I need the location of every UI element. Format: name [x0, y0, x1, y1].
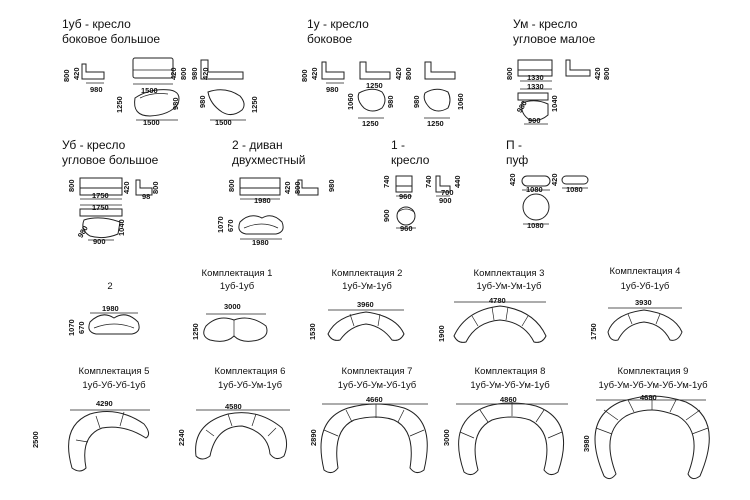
- dim: 1250: [362, 119, 379, 128]
- module-um-title: Ум - кресло угловое малое: [513, 17, 596, 46]
- kit-7-title: Комплектация 7: [341, 366, 413, 377]
- kit-5-sub: 1уб-Уб-Уб-1уб: [82, 380, 146, 391]
- dim: 1250: [427, 119, 444, 128]
- dim: 1500: [141, 86, 158, 95]
- kit-1-title: Комплектация 1: [201, 268, 273, 279]
- kit-8-sub: 1уб-Ум-Уб-Ум-1уб: [470, 380, 550, 391]
- dim: 3930: [635, 298, 652, 307]
- dim: 1500: [215, 118, 232, 127]
- kit-4-title: Комплектация 4: [609, 266, 681, 277]
- dim: 1080: [527, 221, 544, 230]
- dim: 900: [528, 116, 541, 125]
- dim: 1330: [527, 73, 544, 82]
- dim: 3980: [582, 435, 591, 452]
- kit-2-sub: 2: [107, 281, 113, 292]
- kit-8-title: Комплектация 8: [474, 366, 546, 377]
- kit-6-title: Комплектация 6: [214, 366, 286, 377]
- dim: 1080: [566, 185, 583, 194]
- kit-6-sub: 1уб-Уб-Ум-1уб: [217, 380, 283, 391]
- kit-3-sub: 1уб-Ум-Ум-1уб: [476, 281, 542, 292]
- dim: 4860: [500, 395, 517, 404]
- dim: 4290: [96, 399, 113, 408]
- kit-3-title: Комплектация 3: [473, 268, 545, 279]
- dim: 3000: [224, 302, 241, 311]
- dim: 1750: [92, 191, 109, 200]
- module-ub-title: Уб - кресло угловое большое: [62, 138, 159, 167]
- dim: 980: [326, 85, 339, 94]
- dim: 1250: [366, 81, 383, 90]
- kit-9-sub: 1уб-Ум-Уб-Ум-Уб-Ум-1уб: [598, 380, 708, 391]
- dim: 4680: [640, 393, 657, 402]
- kit-9-title: Комплектация 9: [617, 366, 689, 377]
- dim: 900: [93, 237, 106, 246]
- dim: 1500: [143, 118, 160, 127]
- kit-1-sub: 1уб-1уб: [219, 281, 255, 292]
- dim: 1330: [527, 82, 544, 91]
- kit-5-title: Комплектация 5: [78, 366, 150, 377]
- dim: 4580: [225, 402, 242, 411]
- dim: 4780: [489, 296, 506, 305]
- module-1-title: 1 - кресло: [391, 138, 430, 167]
- dim: 980: [90, 85, 103, 94]
- kit-7-sub: 1уб-Уб-Ум-Уб-1уб: [337, 380, 417, 391]
- kit-2b-sub: 1уб-Ум-1уб: [342, 281, 392, 292]
- module-2-title: 2 - диван двухместный: [232, 138, 306, 167]
- dim: 1080: [526, 185, 543, 194]
- kit-4-sub: 1уб-Уб-1уб: [620, 281, 670, 292]
- dim: 960: [399, 192, 412, 201]
- module-1ub-title: 1уб - кресло боковое большое: [62, 17, 161, 46]
- dim: 1980: [102, 304, 119, 313]
- dim: 3960: [357, 300, 374, 309]
- dim: 1980: [254, 196, 271, 205]
- dim: 4660: [366, 395, 383, 404]
- dim: 900: [439, 196, 452, 205]
- dim: 1750: [92, 203, 109, 212]
- module-p-title: П - пуф: [506, 138, 529, 167]
- kit-2b-title: Комплектация 2: [331, 268, 403, 279]
- dim: 700: [441, 188, 454, 197]
- dim: 960: [400, 224, 413, 233]
- dim: 1980: [252, 238, 269, 247]
- dim: 98: [142, 192, 151, 201]
- module-1u-title: 1у - кресло боковое: [307, 17, 369, 46]
